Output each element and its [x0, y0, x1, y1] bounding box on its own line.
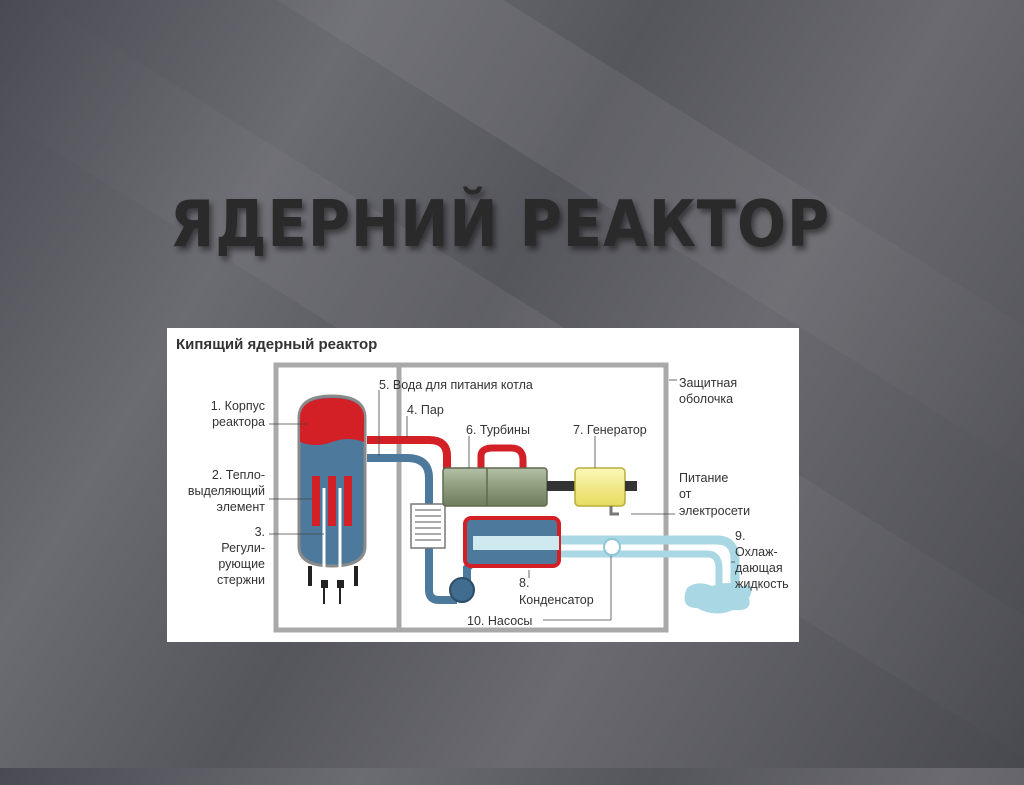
label-rods: Регули-: [221, 541, 265, 555]
label-coolant: Охлаж-: [735, 545, 778, 559]
steam-pipe: [367, 436, 451, 470]
grid-connection: [609, 506, 619, 516]
leader-lines: [269, 379, 735, 621]
label-shell: Защитная: [679, 376, 737, 390]
turbine: [442, 467, 548, 507]
coolant-return-pipe: [479, 550, 723, 590]
label-grid: от: [679, 487, 692, 501]
control-rod-drives: [308, 566, 358, 604]
generator-shaft: [625, 481, 637, 491]
label-coolant: 9.: [735, 529, 745, 543]
label-fuel: выделяющий: [188, 484, 265, 498]
preheater-coil: [415, 509, 441, 541]
label-vessel: 1. Корпус: [211, 399, 265, 413]
label-pumps: 10. Насосы: [467, 614, 532, 628]
reactor-steam-dome: [300, 398, 364, 445]
fuel-elements: [312, 476, 352, 526]
label-rods: 3.: [255, 525, 265, 539]
label-grid: Питание: [679, 471, 728, 485]
coolant-pipe: [479, 535, 740, 590]
label-fuel: 2. Тепло-: [212, 468, 265, 482]
reactor-diagram-svg: Кипящий ядерный реактор: [176, 336, 789, 633]
diagram-title: Кипящий ядерный реактор: [176, 336, 377, 353]
label-condenser: Конденсатор: [519, 593, 594, 607]
reactor-diagram: Кипящий ядерный реактор: [167, 328, 799, 642]
label-shell: оболочка: [679, 392, 733, 406]
label-generator: 7. Генератор: [573, 423, 647, 437]
label-coolant: жидкость: [735, 577, 789, 591]
coolant-pool: [684, 583, 752, 614]
label-coolant: дающая: [735, 561, 783, 575]
turbine-steam-loop: [477, 444, 527, 470]
label-turbines: 6. Турбины: [466, 423, 530, 437]
label-rods: стержни: [217, 573, 265, 587]
label-feedwater: 5. Вода для питания котла: [379, 378, 533, 392]
label-rods: рующие: [218, 557, 265, 571]
generator: [574, 467, 626, 507]
containment-shell: [273, 362, 669, 633]
preheater: [410, 503, 446, 549]
label-fuel: элемент: [216, 500, 265, 514]
label-grid: электросети: [679, 504, 750, 518]
label-steam: 4. Пар: [407, 403, 444, 417]
slide-title: ЯДЕРНИЙ РЕАКТОР: [169, 188, 831, 262]
coolant-pump: [603, 538, 621, 556]
turbine-shaft: [547, 481, 577, 491]
condenser-coolant-tube: [473, 536, 559, 550]
label-condenser: 8.: [519, 576, 529, 590]
label-vessel: реактора: [212, 415, 265, 429]
pump: [449, 577, 475, 603]
